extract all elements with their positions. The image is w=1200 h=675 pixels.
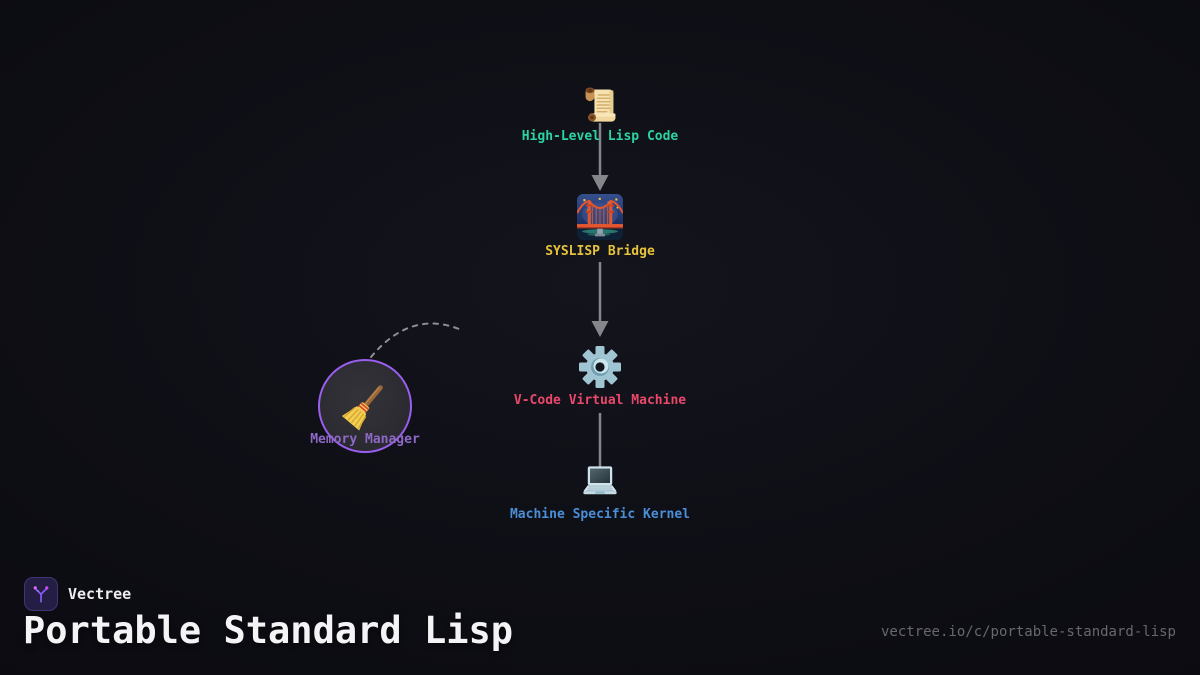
vectree-branch-icon: [33, 586, 49, 603]
vectree-logo: [24, 577, 58, 611]
edge-memory-to-vm-dashed: [370, 322, 460, 358]
node-memory-manager: [318, 359, 412, 453]
edge-bridge-to-vm: [591, 262, 609, 337]
node-label: High-Level Lisp Code: [521, 129, 679, 144]
laptop-icon: [583, 466, 617, 495]
scroll-icon: [585, 87, 616, 122]
page-title: Portable Standard Lisp: [23, 609, 514, 652]
arrowhead: [591, 175, 609, 191]
memory-manager-label: Memory Manager: [310, 432, 420, 447]
arrowhead: [591, 321, 609, 337]
page-url: vectree.io/c/portable-standard-lisp: [880, 624, 1176, 640]
edge-lisp-to-bridge: [591, 123, 609, 191]
bridge-at-night-icon: [577, 194, 623, 240]
node-syslisp-bridge: SYSLISP Bridge: [420, 194, 780, 259]
gear-icon: [579, 346, 621, 388]
node-v-code-virtual-machine: V-Code Virtual Machine: [420, 345, 780, 408]
node-label: Machine Specific Kernel: [509, 507, 690, 522]
node-machine-specific-kernel: Machine Specific Kernel: [420, 463, 780, 522]
broom-icon: [341, 385, 383, 431]
brand-name: Vectree: [68, 585, 132, 603]
node-label: SYSLISP Bridge: [545, 244, 655, 259]
node-high-level-lisp-code: High-Level Lisp Code: [420, 85, 780, 144]
node-label: V-Code Virtual Machine: [513, 393, 687, 408]
